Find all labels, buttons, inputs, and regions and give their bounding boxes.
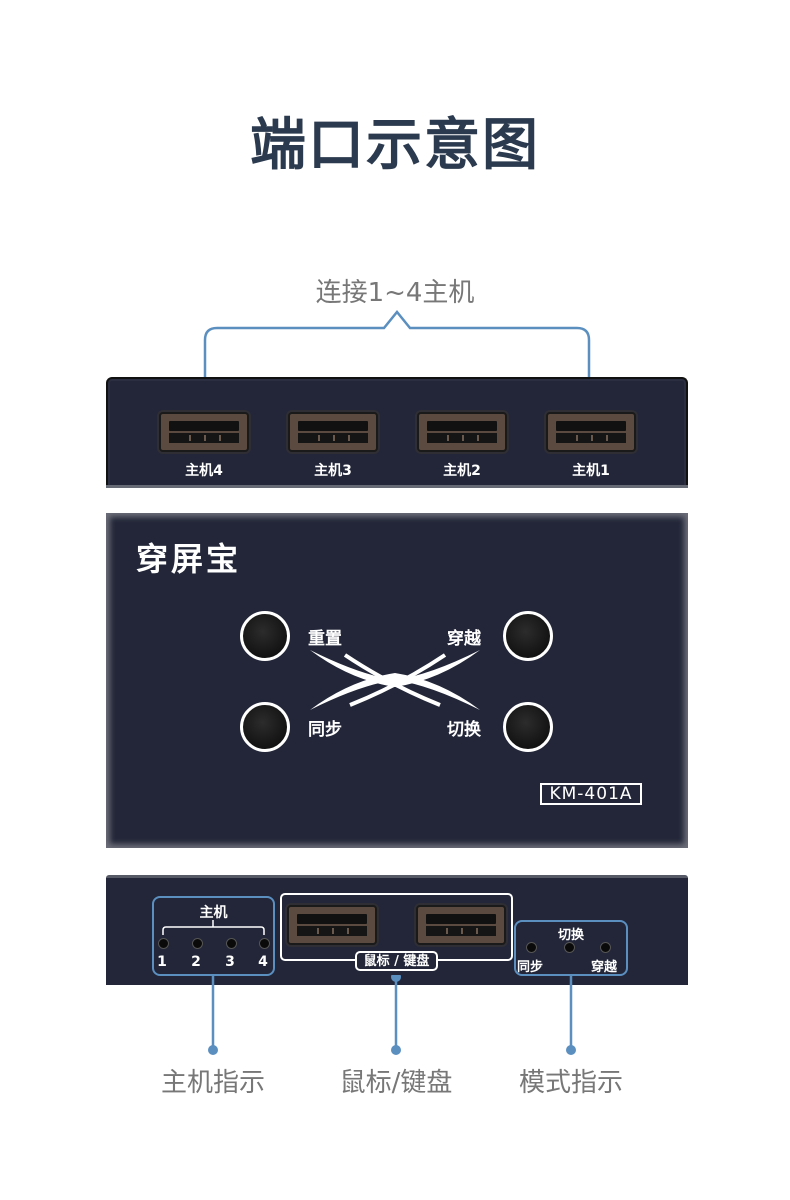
cross-logo-icon (310, 650, 480, 710)
host-led (192, 938, 203, 949)
mode-indicator-caption: 模式指示 (518, 1068, 623, 1098)
host-led-number: 2 (191, 954, 201, 970)
usb-label: 鼠标 / 键盘 (355, 951, 438, 971)
host-port-label: 主机4 (185, 463, 223, 479)
host-usb-port[interactable] (288, 412, 378, 452)
host-led (226, 938, 237, 949)
switch-led (564, 942, 575, 953)
host-port-label: 主机1 (572, 463, 610, 479)
switch-label: 切换 (447, 720, 481, 740)
usb-port-mouse[interactable] (287, 905, 377, 945)
host-led (259, 938, 270, 949)
host-led-number: 4 (258, 954, 268, 970)
reset-button[interactable] (240, 611, 290, 661)
host-led-number: 3 (225, 954, 235, 970)
mouse-keyboard-caption: 鼠标/键盘 (339, 1068, 453, 1098)
reset-label: 重置 (308, 629, 342, 649)
host-led (158, 938, 169, 949)
cross-button[interactable] (503, 611, 553, 661)
host-usb-port[interactable] (159, 412, 249, 452)
sync-mode-label: 同步 (517, 960, 544, 975)
switch-button[interactable] (503, 702, 553, 752)
sync-led (526, 942, 537, 953)
host-usb-port[interactable] (546, 412, 636, 452)
host-led-number: 1 (157, 954, 167, 970)
host-port-label: 主机2 (443, 463, 481, 479)
host-port-label: 主机3 (314, 463, 352, 479)
cross-label: 穿越 (447, 629, 481, 649)
brand-logo: 穿屏宝 (136, 540, 242, 578)
host-label: 主机 (199, 905, 228, 921)
model-label: KM-401A (540, 783, 642, 805)
top-caption: 连接1~4主机 (315, 278, 475, 308)
host-indicator-caption: 主机指示 (160, 1068, 265, 1098)
sync-label: 同步 (308, 720, 342, 740)
cross-led (600, 942, 611, 953)
callout-lines (208, 975, 576, 1055)
cross-mode-label: 穿越 (591, 960, 618, 975)
switch-mode-label: 切换 (557, 928, 584, 943)
usb-port-keyboard[interactable] (416, 905, 506, 945)
host-bracket (162, 920, 265, 935)
page-title: 端口示意图 (250, 113, 540, 178)
sync-button[interactable] (240, 702, 290, 752)
host-usb-port[interactable] (417, 412, 507, 452)
